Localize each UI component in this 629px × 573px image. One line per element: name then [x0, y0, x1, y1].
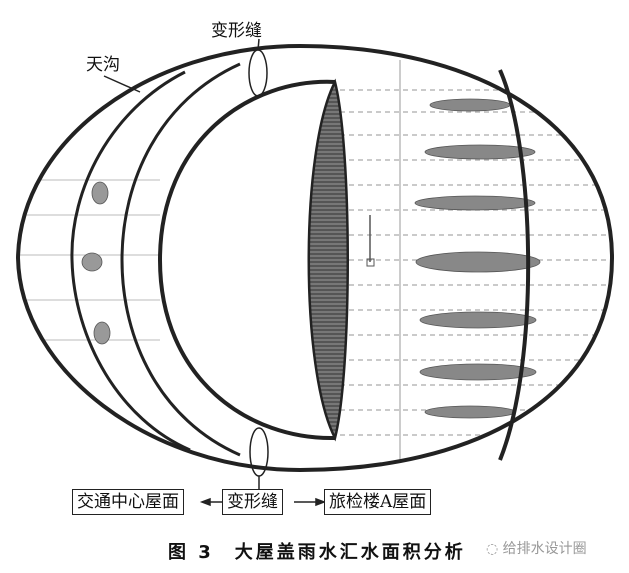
- joint-markers: [103, 38, 269, 490]
- roof-grid: [18, 60, 612, 460]
- joint-label-top: 变形缝: [211, 21, 262, 41]
- watermark: ◌ 给排水设计圈: [486, 541, 587, 557]
- gutter-label: 天沟: [86, 55, 120, 75]
- legend-arrows: [199, 497, 327, 507]
- figure-caption: 图 3 大屋盖雨水汇水面积分析: [168, 542, 466, 563]
- legend-expansion-joint: 变形缝: [222, 489, 283, 515]
- legend-traffic-center-roof: 交通中心屋面: [72, 489, 184, 515]
- roof-outline: [15, 43, 615, 473]
- drainage-zones: [414, 98, 541, 419]
- wechat-icon: ◌: [486, 541, 503, 557]
- central-hatched-strip: [307, 78, 349, 442]
- legend-inspection-building-roof: 旅检楼A屋面: [324, 489, 432, 515]
